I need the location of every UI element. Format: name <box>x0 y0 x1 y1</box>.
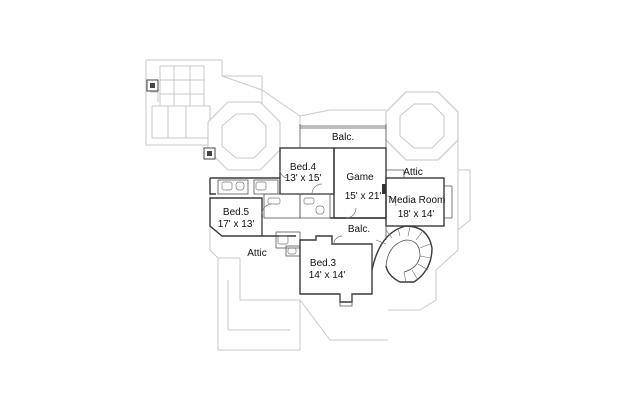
attic-right-label: Attic <box>403 167 422 178</box>
attic-left-label: Attic <box>247 248 266 259</box>
room-labels: Balc. Bed.4 13' x 15' Game 15' x 21' Att… <box>218 132 446 281</box>
door-swings <box>261 169 397 245</box>
room-name-bed5: Bed.5 <box>223 207 250 218</box>
room-size-bed5: 17' x 13' <box>218 219 255 230</box>
room-size-media: 18' x 14' <box>398 209 435 220</box>
room-name-media: Media Room <box>389 195 446 206</box>
second-floor-walls <box>209 124 453 307</box>
room-size-game: 15' x 21' <box>345 191 382 202</box>
room-size-bed4: 13' x 15' <box>285 173 322 184</box>
room-name-bed4: Bed.4 <box>290 162 317 173</box>
spiral-staircase <box>371 225 433 283</box>
column-markers <box>146 79 216 160</box>
lower-floor-outline <box>145 59 471 351</box>
balcony-top-label: Balc. <box>332 132 354 143</box>
room-name-bed3: Bed.3 <box>310 258 337 269</box>
room-size-bed3: 14' x 14' <box>309 270 346 281</box>
room-name-game: Game <box>346 172 374 183</box>
bath-fixtures <box>221 181 386 255</box>
balcony-mid-label: Balc. <box>348 224 370 235</box>
